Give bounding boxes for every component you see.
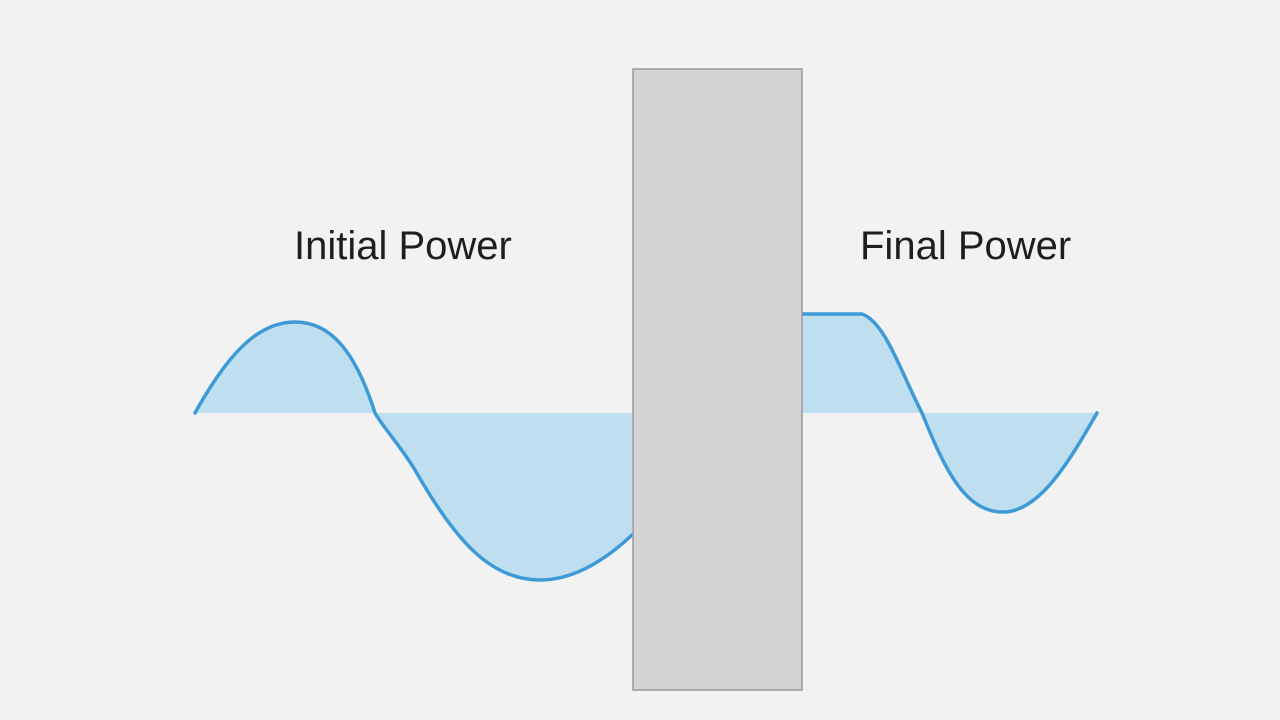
initial-wave-fill bbox=[195, 322, 632, 580]
initial-wave-line bbox=[193, 320, 634, 582]
initial-power-label: Initial Power bbox=[294, 224, 512, 268]
final-wave-line bbox=[800, 312, 1099, 514]
final-wave-fill bbox=[802, 314, 1097, 512]
final-power-label: Final Power bbox=[860, 224, 1071, 268]
barrier-block bbox=[632, 68, 803, 691]
